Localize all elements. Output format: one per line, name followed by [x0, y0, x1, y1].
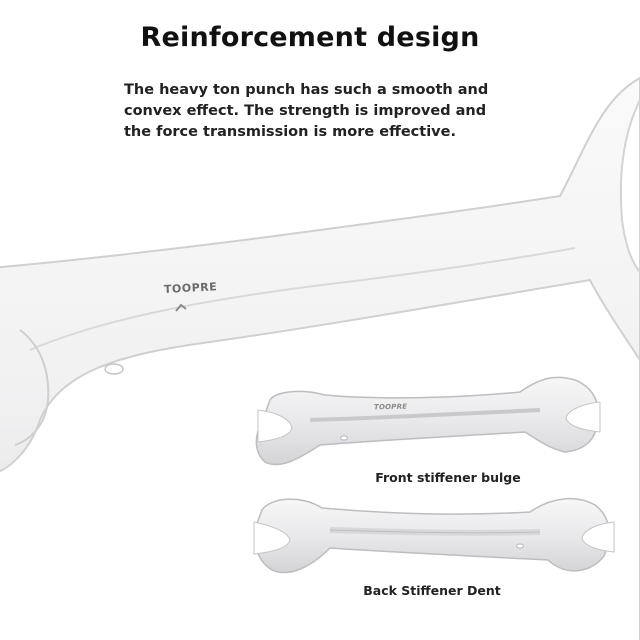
brand-logo-small: TOOPRE: [373, 402, 408, 412]
description-text: The heavy ton punch has such a smooth an…: [124, 82, 489, 140]
back-caption: Back Stiffener Dent: [363, 583, 501, 598]
headline: Reinforcement design: [140, 22, 480, 53]
front-caption: Front stiffener bulge: [375, 470, 521, 485]
front-wrench: [255, 376, 601, 466]
brand-logo-large: TOOPRE: [163, 280, 218, 296]
large-wrench: [0, 76, 640, 640]
back-wrench: [253, 498, 615, 574]
